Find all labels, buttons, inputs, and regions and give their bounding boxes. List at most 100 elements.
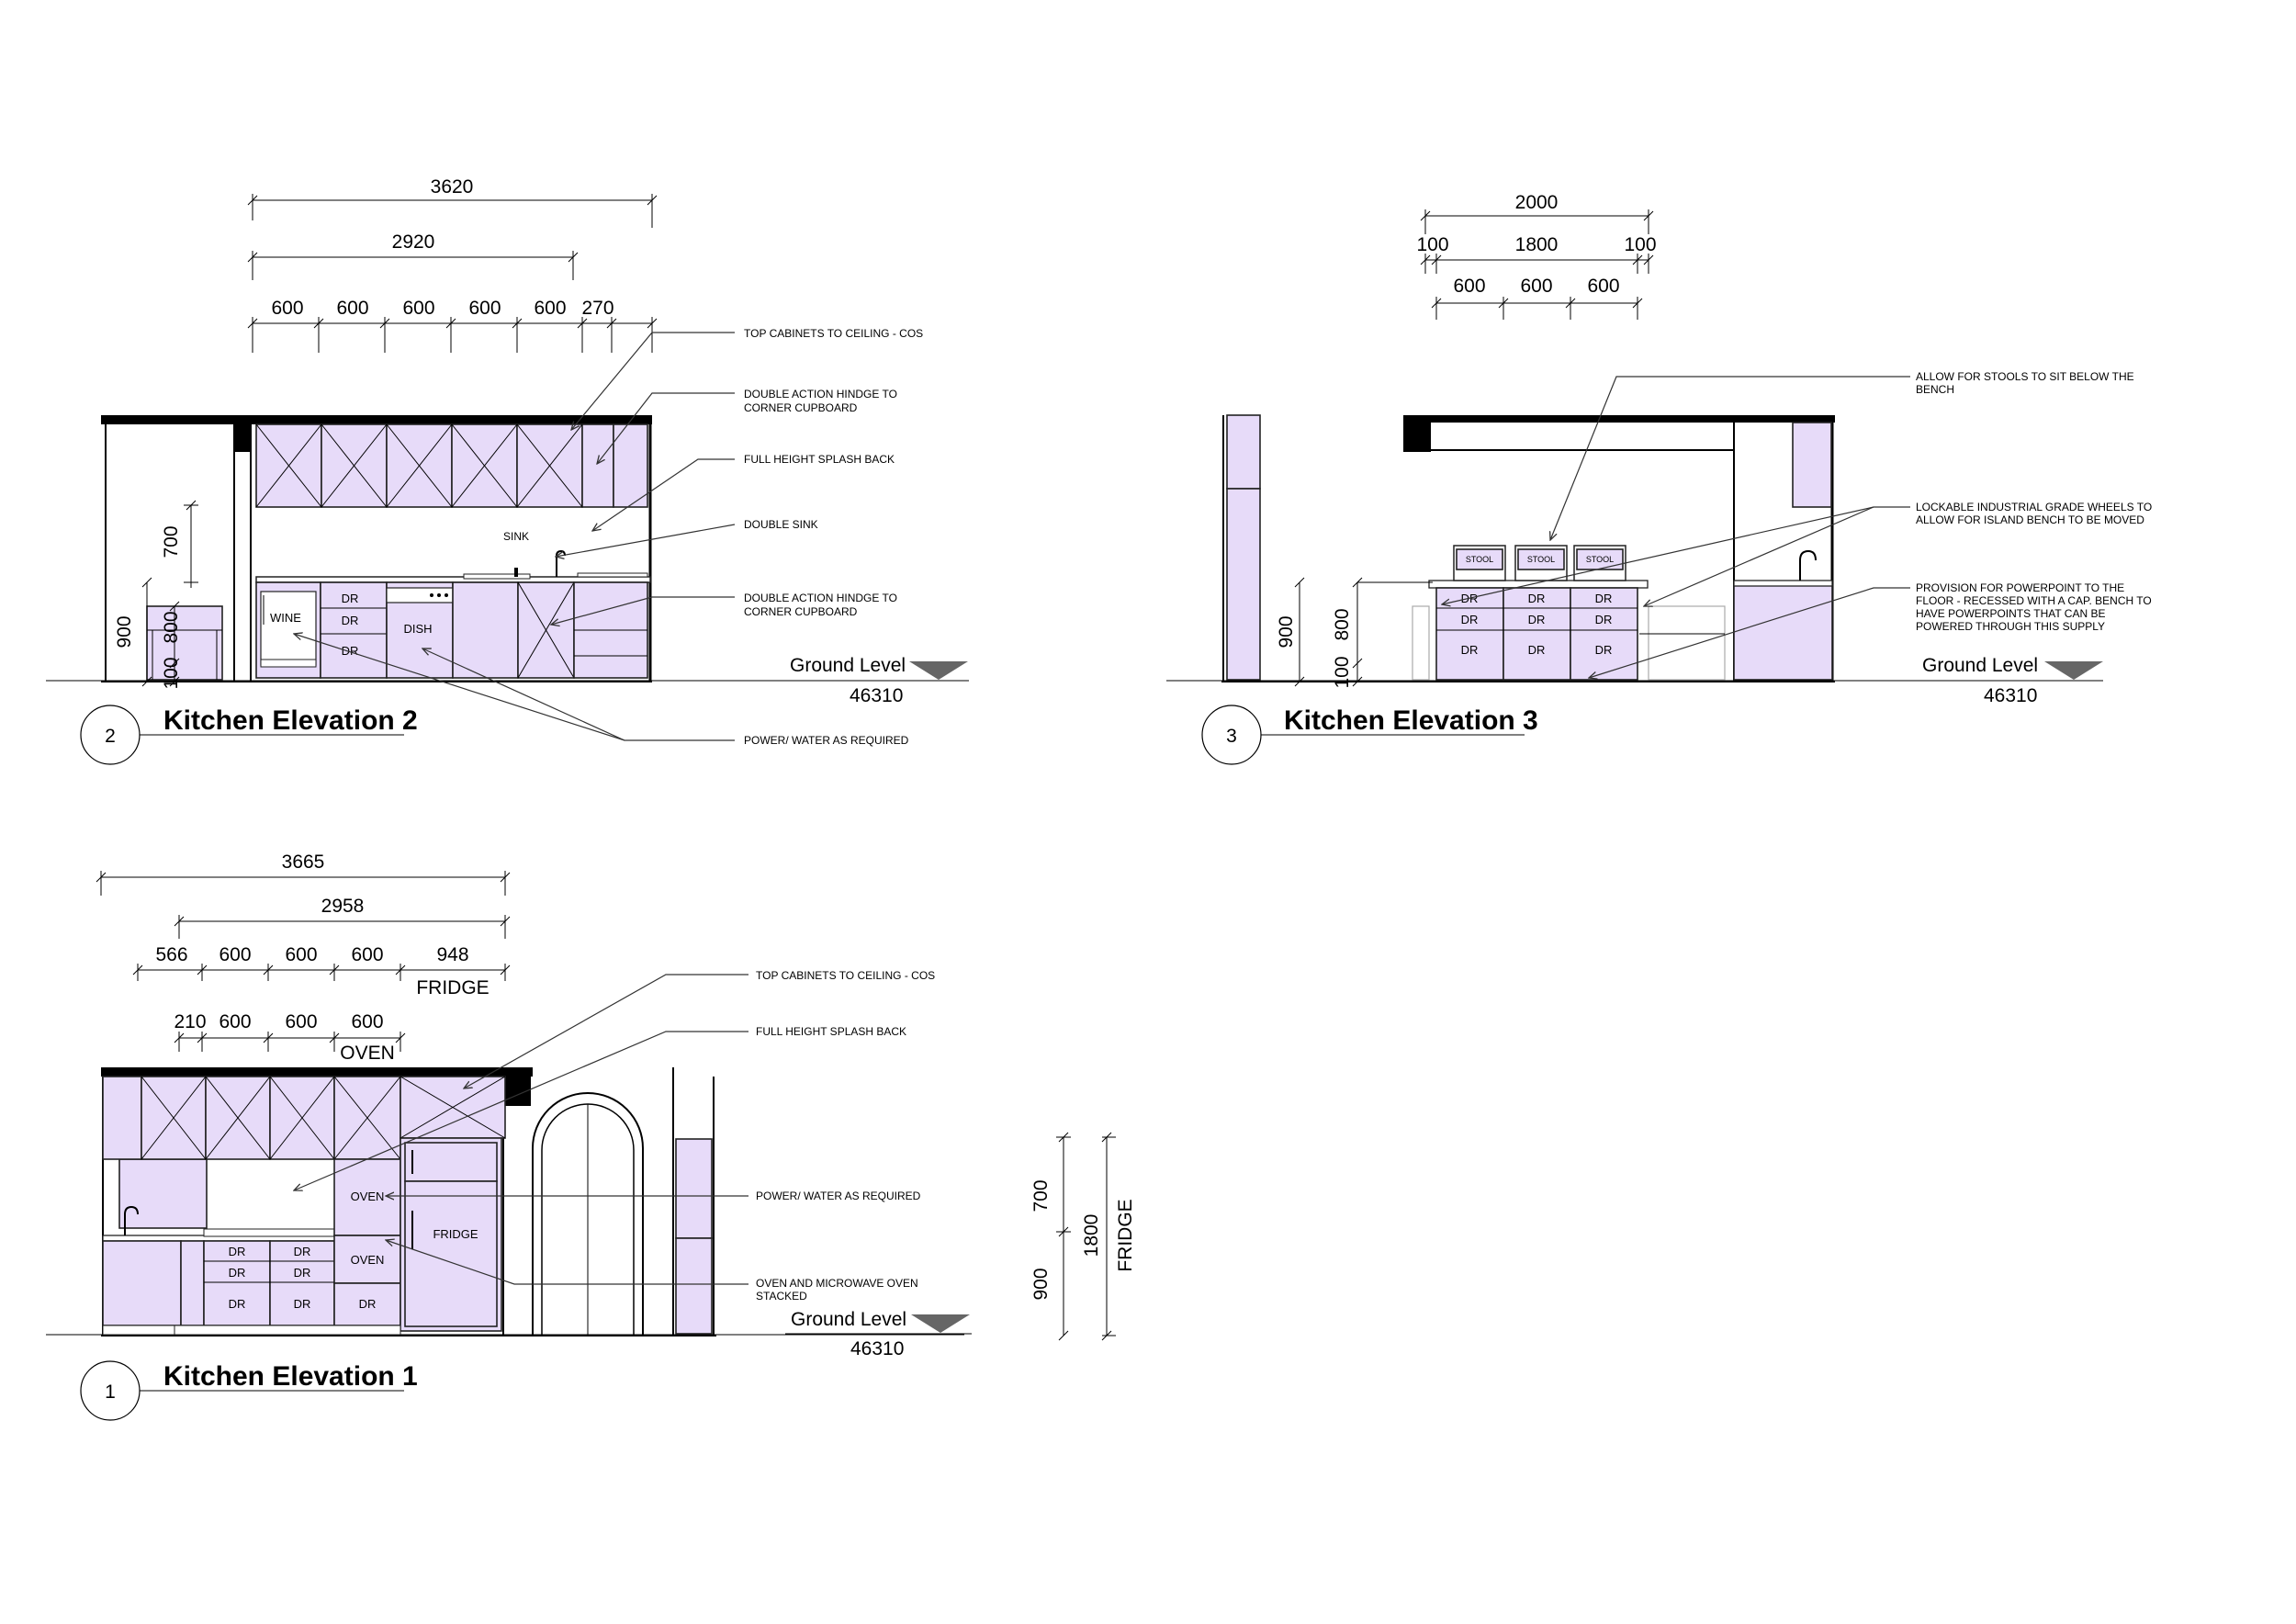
note-top-cabinets: TOP CABINETS TO CEILING - COS — [756, 969, 935, 982]
dim-2920: 2920 — [392, 231, 435, 253]
label-dr: DR — [1595, 613, 1613, 626]
vdim-800: 800 — [1332, 608, 1353, 640]
dim-948: 948 — [436, 944, 468, 965]
elevation-3-ground-marker — [1906, 661, 2103, 682]
note-splash-back: FULL HEIGHT SPLASH BACK — [756, 1025, 906, 1038]
dim-600-d: 600 — [219, 1011, 251, 1032]
label-oven-lower: OVEN — [351, 1253, 385, 1267]
dim-600-e: 600 — [285, 1011, 317, 1032]
dim-3665: 3665 — [282, 851, 325, 873]
dim-600-b: 600 — [1520, 276, 1552, 297]
ground-level-value: 46310 — [850, 1338, 904, 1359]
label-dr: DR — [1595, 592, 1613, 605]
elevation-2-structure — [46, 415, 955, 682]
label-stool-2: STOOL — [1527, 555, 1555, 564]
vdim-900: 900 — [1030, 1268, 1052, 1300]
vdim-100: 100 — [161, 657, 182, 689]
view-title: Kitchen Elevation 1 — [163, 1361, 418, 1392]
note-double-sink: DOUBLE SINK — [744, 518, 818, 531]
note-powerpoint-c: HAVE POWERPOINTS THAT CAN BE — [1916, 607, 2105, 620]
dim-270: 270 — [581, 298, 613, 319]
elevation-2-ground-marker — [781, 661, 969, 682]
vdim-100: 100 — [1332, 656, 1353, 688]
view-title: Kitchen Elevation 3 — [1284, 705, 1538, 736]
note-double-action-2b: CORNER CUPBOARD — [744, 605, 858, 618]
elevation-2: 3620 2920 600 600 600 600 600 270 — [46, 176, 969, 765]
view-number: 1 — [105, 1382, 116, 1403]
dim-600-c: 600 — [1587, 276, 1619, 297]
note-top-cabinets: TOP CABINETS TO CEILING - COS — [744, 327, 923, 340]
label-dr: DR — [229, 1266, 246, 1280]
elevation-3: 2000 100 1800 100 600 600 600 — [1166, 192, 2152, 765]
label-dr-3: DR — [342, 644, 359, 658]
label-dr: DR — [1595, 643, 1613, 657]
dim-600-a: 600 — [271, 298, 303, 319]
vdim-700: 700 — [1030, 1179, 1052, 1212]
note-wheels-b: ALLOW FOR ISLAND BENCH TO BE MOVED — [1916, 513, 2144, 526]
note-power-water: POWER/ WATER AS REQUIRED — [744, 734, 909, 747]
vdim-900: 900 — [1276, 615, 1297, 648]
ground-level-label: Ground Level — [790, 655, 906, 676]
label-dr: DR — [1461, 643, 1479, 657]
label-wine: WINE — [270, 611, 301, 625]
vdim-700: 700 — [161, 525, 182, 558]
label-dr: DR — [229, 1245, 246, 1258]
dim-3620: 3620 — [431, 176, 474, 197]
label-dr: DR — [294, 1245, 311, 1258]
elevation-1-upper-cabinets — [102, 1076, 506, 1160]
elevation-3-structure — [1166, 414, 2099, 682]
label-dr: DR — [1528, 613, 1546, 626]
elevation-1: 3665 2958 566 600 600 600 948 FRIDGE 210… — [46, 851, 1136, 1421]
elevation-1-ground-marker — [785, 1314, 972, 1335]
elevation-3-dimensions — [1420, 209, 1654, 320]
note-oven-stacked-a: OVEN AND MICROWAVE OVEN — [756, 1277, 918, 1290]
note-double-action-1a: DOUBLE ACTION HINDGE TO — [744, 388, 897, 400]
ground-level-value: 46310 — [850, 685, 903, 706]
vdim-1800: 1800 — [1081, 1214, 1102, 1257]
label-stool-1: STOOL — [1466, 555, 1493, 564]
view-title: Kitchen Elevation 2 — [163, 705, 418, 736]
dim-566: 566 — [155, 944, 187, 965]
dim-1800: 1800 — [1515, 234, 1559, 255]
label-stool-3: STOOL — [1586, 555, 1614, 564]
label-dish: DISH — [403, 622, 432, 636]
note-oven-stacked-b: STACKED — [756, 1290, 807, 1303]
dim-600-d: 600 — [468, 298, 501, 319]
ground-level-label: Ground Level — [1922, 655, 2038, 676]
note-stools-a: ALLOW FOR STOOLS TO SIT BELOW THE — [1916, 370, 2134, 383]
dim-600-c: 600 — [402, 298, 434, 319]
note-wheels-a: LOCKABLE INDUSTRIAL GRADE WHEELS TO — [1916, 501, 2152, 513]
dim-600-c: 600 — [351, 944, 383, 965]
ground-level-label: Ground Level — [791, 1309, 906, 1330]
elevation-2-base-cabinets — [255, 549, 651, 679]
vdim-800: 800 — [161, 611, 182, 643]
dim-600-e: 600 — [534, 298, 566, 319]
elevation-1-base-cabinets — [102, 1137, 502, 1336]
label-dr-1: DR — [342, 592, 359, 605]
dim-oven-label: OVEN — [340, 1043, 395, 1064]
vdim-fridge-label: FRIDGE — [1115, 1199, 1136, 1271]
dim-fridge-label: FRIDGE — [416, 977, 489, 998]
label-dr: DR — [294, 1266, 311, 1280]
dim-100-left: 100 — [1416, 234, 1448, 255]
label-oven-upper: OVEN — [351, 1190, 385, 1203]
label-sink: SINK — [503, 530, 529, 543]
elevation-2-dimensions — [247, 194, 658, 353]
ground-level-value: 46310 — [1984, 685, 2037, 706]
vdim-900: 900 — [114, 615, 135, 648]
view-number: 2 — [105, 726, 116, 747]
elevation-2-leaders — [294, 332, 736, 741]
island-bench — [1412, 545, 1726, 681]
note-powerpoint-b: FLOOR - RECESSED WITH A CAP. BENCH TO — [1916, 594, 2152, 607]
label-dr: DR — [294, 1297, 311, 1311]
view-number: 3 — [1226, 726, 1237, 747]
label-dr: DR — [229, 1297, 246, 1311]
note-stools-b: BENCH — [1916, 383, 1954, 396]
label-dr-2: DR — [342, 614, 359, 627]
label-dr: DR — [1528, 592, 1546, 605]
note-powerpoint-a: PROVISION FOR POWERPOINT TO THE — [1916, 581, 2124, 594]
dim-600-f: 600 — [351, 1011, 383, 1032]
dim-2000: 2000 — [1515, 192, 1559, 213]
dim-600-a: 600 — [1453, 276, 1485, 297]
